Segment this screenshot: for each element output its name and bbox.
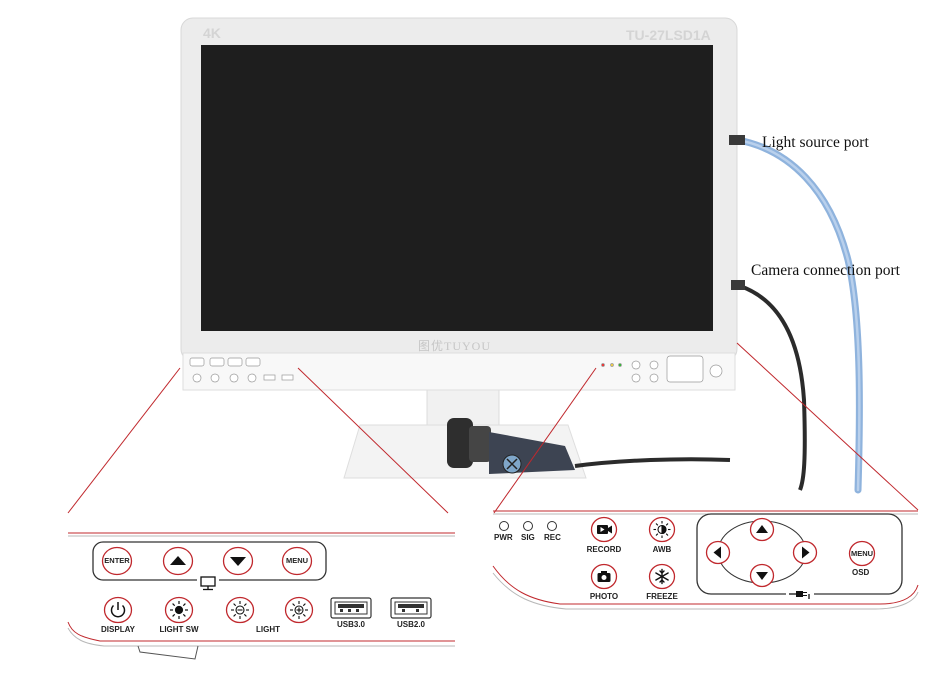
menu-button[interactable]: MENU: [281, 546, 313, 576]
awb-button[interactable]: [648, 516, 676, 543]
dpad-down-button[interactable]: [749, 563, 775, 588]
camera-icon: [597, 571, 611, 582]
light-down-button[interactable]: [225, 596, 255, 624]
up-button[interactable]: [162, 546, 194, 576]
display-label: DISPLAY: [101, 625, 135, 634]
camera-head: [447, 418, 575, 474]
display-power-button[interactable]: [103, 596, 133, 624]
freeze-button[interactable]: [648, 563, 676, 590]
arrow-up-icon: [756, 525, 768, 533]
pwr-indicator-led: [499, 521, 509, 531]
menu-button-label: MENU: [285, 556, 309, 565]
arrow-up-icon: [170, 556, 186, 565]
record-label: RECORD: [586, 545, 622, 554]
power-icon: [110, 602, 126, 618]
camera-connection-port-callout: Camera connection port: [751, 262, 900, 279]
arrow-left-icon: [713, 546, 721, 559]
arrow-right-icon: [802, 546, 810, 559]
photo-label: PHOTO: [589, 592, 619, 601]
record-button[interactable]: [590, 516, 618, 543]
osd-menu-button-label: MENU: [850, 549, 874, 558]
arrow-down-icon: [756, 572, 768, 580]
monitor-brand-logo: 图优TUYOU: [418, 339, 491, 353]
white-balance-icon: [653, 521, 671, 538]
arrow-down-icon: [230, 557, 246, 566]
monitor-model-label: TU-27LSD1A: [626, 27, 711, 43]
enter-button[interactable]: ENTER: [101, 546, 133, 576]
light-up-button[interactable]: [284, 596, 314, 624]
photo-button[interactable]: [590, 563, 618, 590]
dpad-up-button[interactable]: [749, 517, 775, 542]
usb2-port[interactable]: [390, 596, 432, 620]
brightness-up-icon: [290, 601, 308, 619]
light-switch-button[interactable]: [164, 596, 194, 624]
video-record-icon: [597, 525, 612, 534]
usb3-label: USB3.0: [336, 620, 365, 629]
usb2-label: USB2.0: [396, 620, 425, 629]
pwr-indicator-label: PWR: [494, 533, 513, 542]
monitor-4k-logo: 4K: [203, 25, 221, 41]
dpad-left-button[interactable]: [705, 540, 731, 565]
usb-port-icon: [330, 597, 372, 619]
monitor-icon: [197, 575, 219, 591]
rec-indicator-label: REC: [544, 533, 561, 542]
light-sw-label: LIGHT SW: [159, 625, 199, 634]
freeze-label: FREEZE: [646, 592, 678, 601]
sun-icon: [170, 601, 188, 619]
usb-port-icon: [390, 597, 432, 619]
connector-icon: [786, 587, 814, 601]
monitor-screen: [201, 45, 713, 331]
osd-menu-button[interactable]: MENU: [848, 540, 876, 567]
dpad-right-button[interactable]: [792, 540, 818, 565]
usb3-port[interactable]: [330, 596, 372, 620]
sig-indicator-led: [523, 521, 533, 531]
rec-indicator-led: [547, 521, 557, 531]
brightness-down-icon: [231, 601, 249, 619]
osd-label: OSD: [852, 568, 870, 577]
snowflake-icon: [655, 568, 669, 585]
enter-button-label: ENTER: [104, 556, 130, 565]
sig-indicator-label: SIG: [521, 533, 535, 542]
light-source-port-callout: Light source port: [762, 134, 869, 151]
light-label: LIGHT: [256, 625, 280, 634]
awb-label: AWB: [652, 545, 672, 554]
down-button[interactable]: [222, 546, 254, 576]
